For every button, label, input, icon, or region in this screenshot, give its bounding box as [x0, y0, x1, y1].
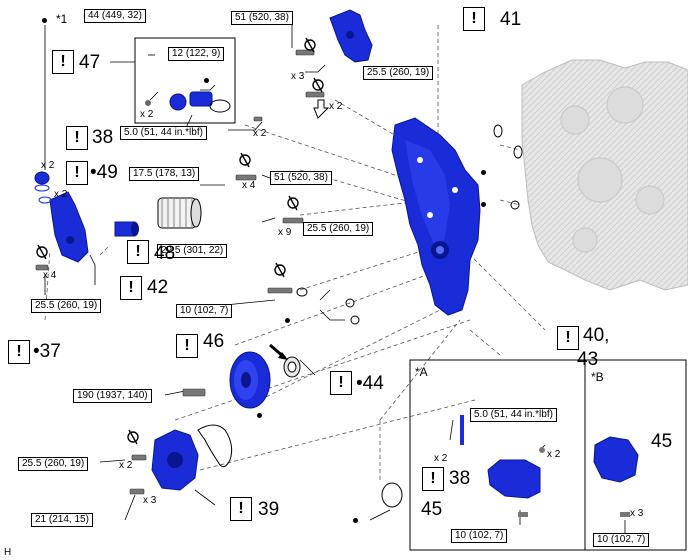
engine-block-illustration: [521, 59, 688, 291]
marker-dot: [285, 318, 290, 323]
torque-10-view-b: 10 (102, 7): [593, 533, 650, 547]
warning-39[interactable]: !: [230, 497, 252, 521]
crank-pulley-illustration: [229, 351, 271, 409]
qty-x2-oring: x 2: [54, 189, 68, 200]
qty-x2-seal: x 2: [41, 160, 55, 171]
torque-10-mid: 10 (102, 7): [176, 304, 233, 318]
marker-dot: [481, 202, 486, 207]
warning-42[interactable]: !: [120, 276, 142, 300]
part-41-illustration: [329, 9, 373, 63]
torque-25-left: 25.5 (260, 19): [31, 299, 102, 313]
callout-44-number: 44: [362, 373, 384, 394]
timing-chain-cover-illustration: [391, 117, 481, 316]
warning-41[interactable]: !: [463, 7, 485, 31]
warning-38-view-a[interactable]: !: [422, 467, 444, 491]
torque-5-left: 5.0 (51, 44 in.*lbf): [120, 126, 207, 140]
callout-43: 43: [577, 349, 599, 370]
qty-x3-bottom: x 3: [143, 495, 157, 506]
marker-dot: [42, 18, 47, 23]
view-b-illustration: [593, 436, 639, 517]
bullet-37: •: [33, 341, 40, 362]
warning-46[interactable]: !: [176, 334, 198, 358]
marker-dot: [204, 78, 209, 83]
bullet-44: •: [356, 373, 363, 394]
qty-x2-top: x 2: [329, 101, 343, 112]
water-pump-illustration: [151, 424, 233, 491]
marker-dot: [257, 413, 262, 418]
qty-x2-47: x 2: [140, 109, 154, 120]
qty-x2-38: x 2: [253, 128, 267, 139]
qty-x4-left: x 4: [43, 270, 57, 281]
torque-21: 21 (214, 15): [31, 513, 93, 527]
view-a-illustration: [460, 415, 545, 517]
callout-38-view-a: 38: [449, 468, 471, 489]
torque-symbols: [36, 37, 324, 445]
callout-37-number: 37: [39, 341, 61, 362]
torque-29: 29.5 (301, 22): [157, 244, 228, 258]
callout-37: •37: [33, 342, 61, 362]
marker-dot: [481, 170, 486, 175]
callout-46: 46: [203, 331, 225, 352]
part-47-box: [134, 37, 236, 124]
part-48-illustration: [114, 221, 139, 237]
warning-38[interactable]: !: [66, 126, 88, 150]
warning-37[interactable]: !: [8, 340, 30, 364]
torque-10-view-a: 10 (102, 7): [451, 529, 508, 543]
torque-51-mid: 51 (520, 38): [270, 171, 332, 185]
torque-25-mid: 25.5 (260, 19): [303, 222, 374, 236]
callout-38: 38: [92, 127, 114, 148]
star1-label: *1: [56, 12, 68, 26]
torque-12: 12 (122, 9): [168, 47, 225, 61]
qty-x2-bottom: x 2: [119, 460, 133, 471]
callout-39: 39: [258, 499, 280, 520]
torque-190: 190 (1937, 140): [73, 389, 152, 403]
callout-47: 47: [79, 52, 101, 73]
part-49-illustration: [34, 171, 50, 192]
torque-17: 17.5 (178, 13): [129, 167, 200, 181]
view-b-label: *B: [591, 370, 604, 384]
qty-x4-17: x 4: [242, 180, 256, 191]
warning-40-43[interactable]: !: [557, 326, 579, 350]
small-seals: [296, 124, 523, 508]
hollow-arrow: [313, 99, 330, 119]
figure-id-mark: H: [4, 547, 12, 558]
callout-45-view-b: 45: [651, 431, 673, 452]
callout-45-view-a: 45: [421, 499, 443, 520]
callout-44: •44: [356, 374, 384, 394]
part-47-illustration: [145, 91, 231, 113]
callout-40: 40,: [583, 325, 610, 346]
part-42-illustration: [38, 191, 89, 263]
torque-25-top: 25.5 (260, 19): [363, 66, 434, 80]
torque-44: 44 (449, 32): [84, 9, 146, 23]
warning-48[interactable]: !: [127, 240, 149, 264]
qty-x2-view-a-right: x 2: [547, 449, 561, 460]
qty-x2-view-a-left: x 2: [434, 453, 448, 464]
oil-seal-illustration: [269, 343, 301, 378]
callout-49: •49: [90, 163, 118, 183]
oil-filter-illustration: [157, 197, 202, 229]
callout-41: 41: [500, 9, 522, 30]
callout-49-number: 49: [96, 162, 118, 183]
view-b-frame: [584, 359, 687, 551]
callout-48: 48: [154, 243, 176, 264]
bullet-49: •: [90, 162, 97, 183]
qty-x9: x 9: [278, 227, 292, 238]
warning-44[interactable]: !: [330, 371, 352, 395]
torque-25-bottom: 25.5 (260, 19): [18, 457, 89, 471]
qty-x3-top: x 3: [291, 71, 305, 82]
marker-dot: [353, 518, 358, 523]
warning-47[interactable]: !: [52, 50, 74, 74]
view-a-label: *A: [415, 365, 428, 379]
qty-x3-view-b: x 3: [630, 508, 644, 519]
torque-5-view-a: 5.0 (51, 44 in.*lbf): [470, 408, 557, 422]
bolts: [35, 49, 325, 495]
callout-42: 42: [147, 277, 169, 298]
warning-49[interactable]: !: [66, 161, 88, 185]
torque-51-top: 51 (520, 38): [231, 11, 293, 25]
